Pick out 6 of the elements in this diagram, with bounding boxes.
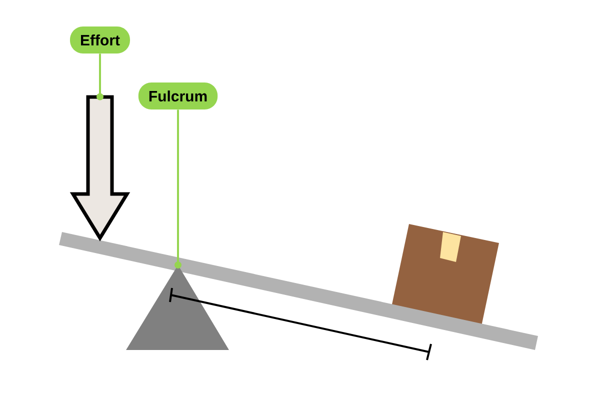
effort-arrow (70, 95, 130, 242)
leader-line (96, 54, 104, 100)
leader-line (174, 110, 182, 268)
label-pill: Fulcrum (138, 82, 218, 110)
fulcrum-triangle (126, 265, 229, 350)
label-pill: Effort (70, 26, 130, 54)
